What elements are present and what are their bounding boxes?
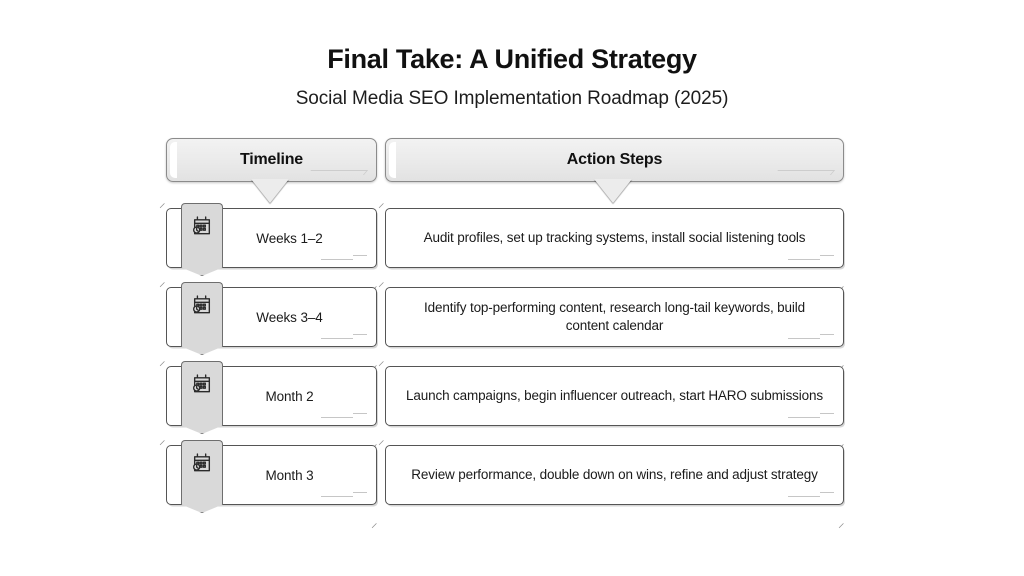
corner-tick-icon: ⸝ [159, 274, 166, 289]
page-title: Final Take: A Unified Strategy [327, 44, 697, 74]
action-label: Audit profiles, set up tracking systems,… [423, 229, 806, 245]
column-header-actions-label: Action Steps [566, 151, 663, 168]
action-label: Identify top-performing content, researc… [424, 299, 805, 333]
corner-tick-icon: ⸝ [838, 515, 845, 530]
actions-header-pointer-icon [594, 179, 632, 203]
timeline-header-pointer-icon [251, 179, 289, 203]
timeline-label: Month 2 [265, 388, 314, 404]
sketch-underline-icon [788, 253, 834, 260]
header-gloss [389, 142, 396, 178]
roadmap-table: Timeline Action Steps ⸝ ⸝ [0, 138, 1024, 529]
corner-tick-icon: ⸝ [378, 195, 385, 210]
column-header-actions: Action Steps [385, 138, 844, 182]
timeline-label: Month 3 [265, 467, 314, 483]
sketch-underline-icon [321, 332, 367, 339]
corner-tick-icon: ⸝ [159, 353, 166, 368]
action-cell: Audit profiles, set up tracking systems,… [385, 208, 844, 268]
calendar-clock-icon [181, 203, 223, 261]
corner-tick-icon: ⸝ [838, 278, 845, 293]
corner-tick-icon: ⸝ [371, 357, 378, 372]
sketch-underline-icon [788, 490, 834, 497]
corner-tick-icon: ⸝ [838, 436, 845, 451]
table-row: ⸝ ⸝ Weeks 1–2 ⸝ [0, 196, 1024, 292]
corner-tick-icon: ⸝ [378, 353, 385, 368]
calendar-clock-icon [181, 440, 223, 498]
corner-tick-icon: ⸝ [378, 432, 385, 447]
header-gloss [170, 142, 177, 178]
timeline-cell: Weeks 1–2 [166, 203, 377, 268]
action-label: Review performance, double down on wins,… [411, 466, 818, 482]
timeline-label: Weeks 1–2 [256, 230, 323, 246]
sketch-underline-icon [788, 411, 834, 418]
corner-tick-icon: ⸝ [371, 515, 378, 530]
timeline-cell: Month 3 [166, 440, 377, 505]
corner-tick-icon: ⸝ [159, 195, 166, 210]
table-header-row: Timeline Action Steps [0, 138, 1024, 203]
page-subtitle: Social Media SEO Implementation Roadmap … [295, 88, 729, 110]
table-row: ⸝ ⸝ Weeks 3–4 ⸝ [0, 275, 1024, 371]
column-header-timeline-label: Timeline [239, 151, 304, 168]
calendar-clock-icon [181, 282, 223, 340]
action-cell: Launch campaigns, begin influencer outre… [385, 366, 844, 426]
calendar-clock-icon [181, 361, 223, 419]
sketch-underline-icon [321, 411, 367, 418]
sketch-underline-icon [321, 253, 367, 260]
table-row: ⸝ ⸝ Month 3 ⸝ [0, 433, 1024, 529]
action-cell: Review performance, double down on wins,… [385, 445, 844, 505]
timeline-cell: Weeks 3–4 [166, 282, 377, 347]
corner-tick-icon: ⸝ [371, 278, 378, 293]
corner-tick-icon: ⸝ [159, 432, 166, 447]
title-block: Final Take: A Unified Strategy Social Me… [0, 44, 1024, 110]
action-label: Launch campaigns, begin influencer outre… [406, 387, 823, 403]
corner-tick-icon: ⸝ [371, 436, 378, 451]
corner-tick-icon: ⸝ [838, 357, 845, 372]
timeline-label: Weeks 3–4 [256, 309, 323, 325]
table-row: ⸝ ⸝ Month 2 ⸝ [0, 354, 1024, 450]
action-cell: Identify top-performing content, researc… [385, 287, 844, 347]
sketch-underline-icon [321, 490, 367, 497]
timeline-cell: Month 2 [166, 361, 377, 426]
column-header-timeline: Timeline [166, 138, 377, 182]
corner-tick-icon: ⸝ [378, 274, 385, 289]
